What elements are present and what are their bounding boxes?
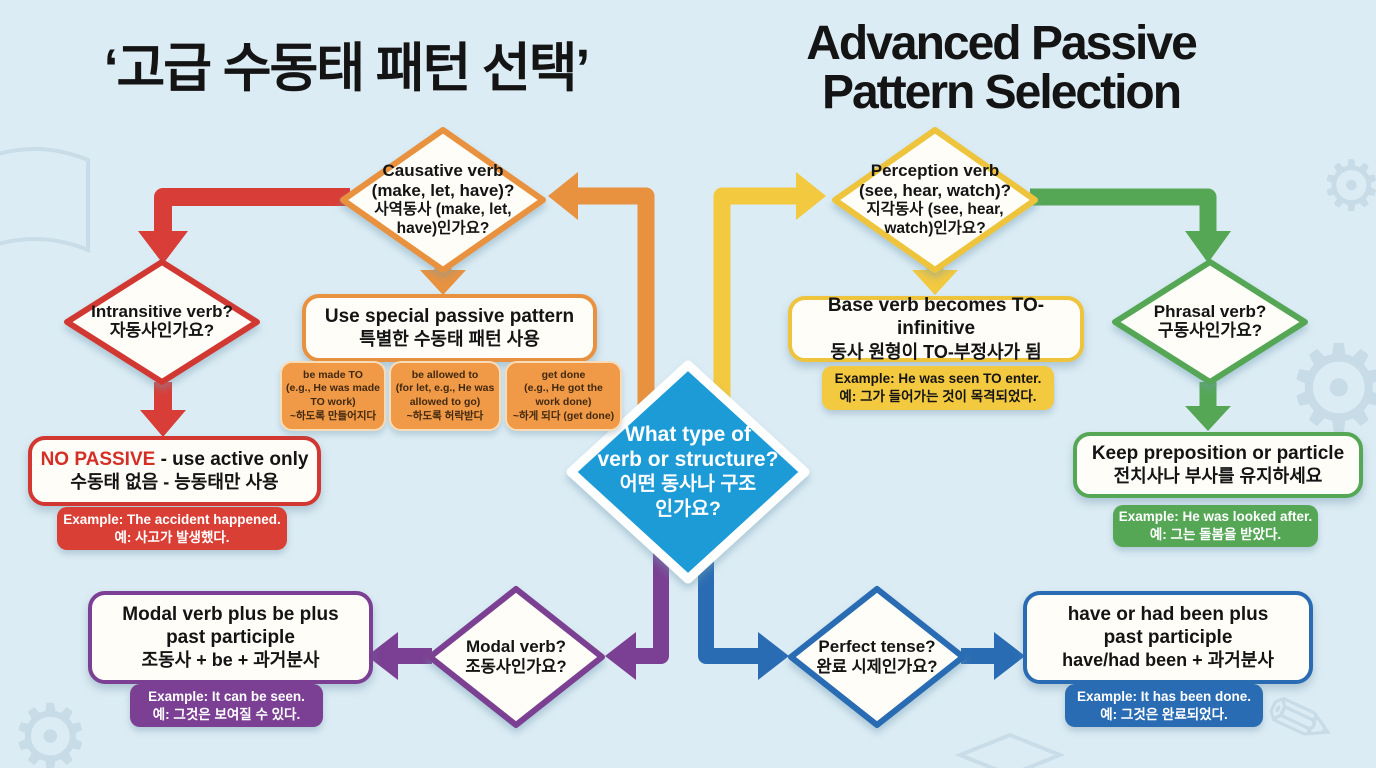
perfect-pattern-box: have or had been plus past participle ha… — [1023, 591, 1313, 684]
page-title-english: Advanced Passive Pattern Selection — [686, 17, 1316, 119]
background-doodles: ⚙ ⚙ ⚙ ✎ — [0, 147, 1376, 768]
causative-diamond — [340, 127, 546, 273]
intransitive-diamond — [64, 259, 260, 385]
special-pattern-sub2: be allowed to (for let, e.g., He was all… — [389, 361, 501, 431]
modal-diamond — [427, 586, 605, 728]
no-passive-box: NO PASSIVE - use active only 수동태 없음 - 능동… — [28, 436, 321, 506]
book-doodle-icon — [0, 147, 90, 253]
arrowhead — [994, 632, 1025, 680]
to-infinitive-box: Base verb becomes TO-infinitive 동사 원형이 T… — [788, 295, 1084, 362]
arrow-perception-to-phrasal — [1030, 188, 1217, 233]
arrowhead — [1185, 231, 1231, 263]
page-title-english-line2: Pattern Selection — [821, 65, 1182, 119]
no-passive-example: Example: The accident happened. 예: 사고가 발… — [57, 507, 287, 550]
arrow-causative-to-intransitive — [154, 188, 350, 233]
arrowhead — [420, 270, 466, 295]
arrowhead — [1185, 406, 1231, 431]
gear-doodle-icon: ⚙ — [1320, 147, 1376, 225]
arrow-center-to-perception — [713, 187, 798, 412]
to-infinitive-example: Example: He was seen TO enter. 예: 그가 들어가… — [822, 366, 1054, 410]
modal-pattern-box: Modal verb plus be plus past participle … — [88, 591, 373, 684]
arrow-center-to-causative — [576, 187, 655, 412]
perfect-diamond — [788, 586, 966, 728]
gear-doodle-icon: ⚙ — [10, 688, 91, 768]
arrow-center-to-modal — [634, 552, 669, 664]
perception-diamond — [832, 127, 1038, 273]
arrow-center-to-perfect — [698, 552, 760, 664]
arrowhead — [758, 632, 789, 680]
arrowhead — [605, 632, 636, 680]
cap-doodle-icon — [954, 732, 1066, 768]
arrowhead — [367, 632, 398, 680]
arrowhead — [796, 172, 826, 220]
modal-pattern-example: Example: It can be seen. 예: 그것은 보여질 수 있다… — [130, 684, 323, 727]
perfect-pattern-example: Example: It has been done. 예: 그것은 완료되었다. — [1065, 684, 1263, 727]
no-passive-highlight: NO PASSIVE — [40, 448, 156, 470]
decision-diamonds — [64, 127, 1308, 728]
page-title-english-line1: Advanced Passive — [806, 17, 1198, 70]
arrowhead — [138, 231, 188, 264]
arrowhead — [548, 172, 578, 220]
special-pattern-box: Use special passive pattern 특별한 수동태 패턴 사… — [302, 294, 597, 362]
arrowhead — [140, 410, 186, 437]
special-pattern-sub3: get done (e.g., He got the work done) ~하… — [505, 361, 622, 431]
phrasal-diamond — [1112, 259, 1308, 385]
keep-preposition-example: Example: He was looked after. 예: 그는 돌봄을 … — [1113, 505, 1318, 547]
center-question-diamond — [566, 360, 810, 584]
keep-preposition-box: Keep preposition or particle 전치사나 부사를 유지… — [1073, 432, 1363, 498]
arrowhead — [912, 270, 958, 295]
page-title-korean: ‘고급 수동태 패턴 선택’ — [103, 39, 590, 98]
special-pattern-sub1: be made TO (e.g., He was made TO work) ~… — [280, 361, 386, 431]
